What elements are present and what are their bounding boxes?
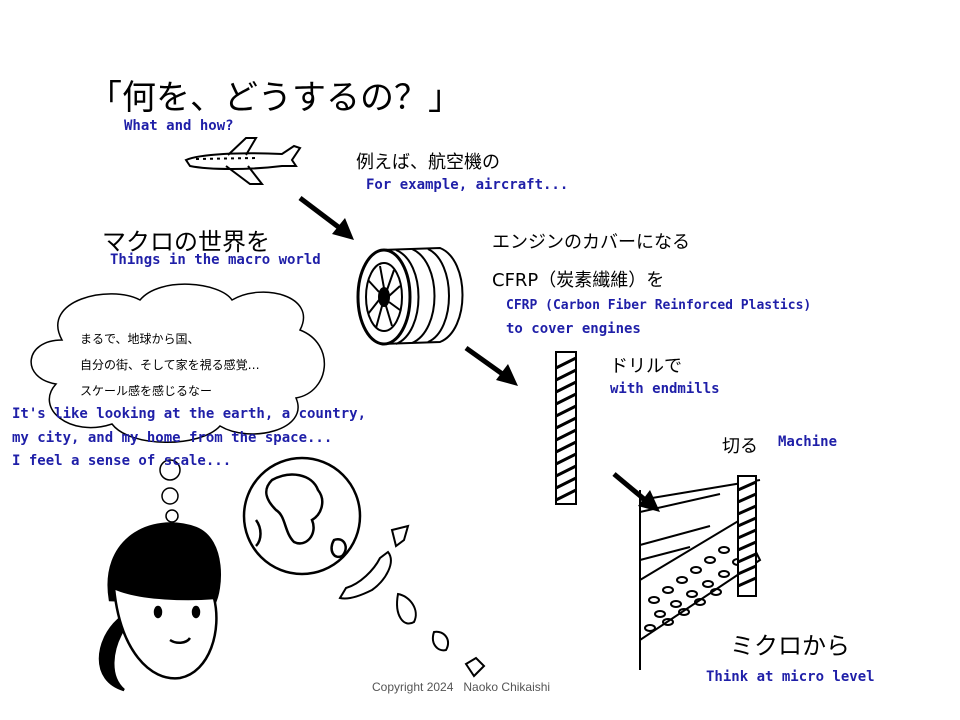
engine-translation-2: to cover engines	[506, 321, 641, 337]
example-translation: For example, aircraft...	[366, 177, 569, 193]
micro-translation: Think at micro level	[706, 669, 875, 685]
machining-scene	[639, 475, 762, 670]
thought-bubble	[30, 283, 325, 523]
cut-label: 切る	[722, 436, 758, 457]
example-label: 例えば、航空機の	[356, 152, 500, 173]
thought-translation-1: It's like looking at the earth, a countr…	[12, 406, 367, 422]
thought-line-3: スケール感を感じるなー	[80, 384, 213, 398]
cut-translation: Machine	[778, 434, 838, 450]
engine-icon	[356, 246, 464, 346]
arrow-icon-3	[612, 472, 660, 512]
macro-label: マクロの世界を	[102, 228, 270, 256]
arrow-icon-2	[464, 345, 518, 386]
thought-translation-3: I feel a sense of scale...	[12, 453, 232, 469]
thought-line-1: まるで、地球から国、	[80, 332, 200, 346]
drill-translation: with endmills	[610, 381, 720, 397]
globe-icon	[242, 456, 362, 576]
copyright-notice: Copyright 2024 Naoko Chikaishi	[372, 680, 551, 694]
thought-line-2: 自分の街、そして家を視る感覚…	[80, 358, 260, 372]
japan-map-icon	[338, 524, 486, 678]
engine-label-2: CFRP（炭素繊維）を	[492, 270, 665, 291]
macro-translation: Things in the macro world	[110, 252, 321, 268]
engine-label-1: エンジンのカバーになる	[492, 232, 690, 253]
thought-translation-2: my city, and my home from the space...	[12, 430, 333, 446]
micro-label: ミクロから	[730, 632, 850, 660]
title-translation: What and how?	[124, 118, 234, 134]
page-title: 「何を、どうするの？」	[88, 78, 462, 118]
person-icon	[98, 522, 222, 692]
drill-label: ドリルで	[610, 356, 682, 377]
arrow-icon-1	[298, 196, 354, 240]
endmill-icon	[555, 351, 577, 505]
airplane-icon	[184, 137, 302, 185]
engine-translation-1: CFRP (Carbon Fiber Reinforced Plastics)	[506, 298, 812, 313]
